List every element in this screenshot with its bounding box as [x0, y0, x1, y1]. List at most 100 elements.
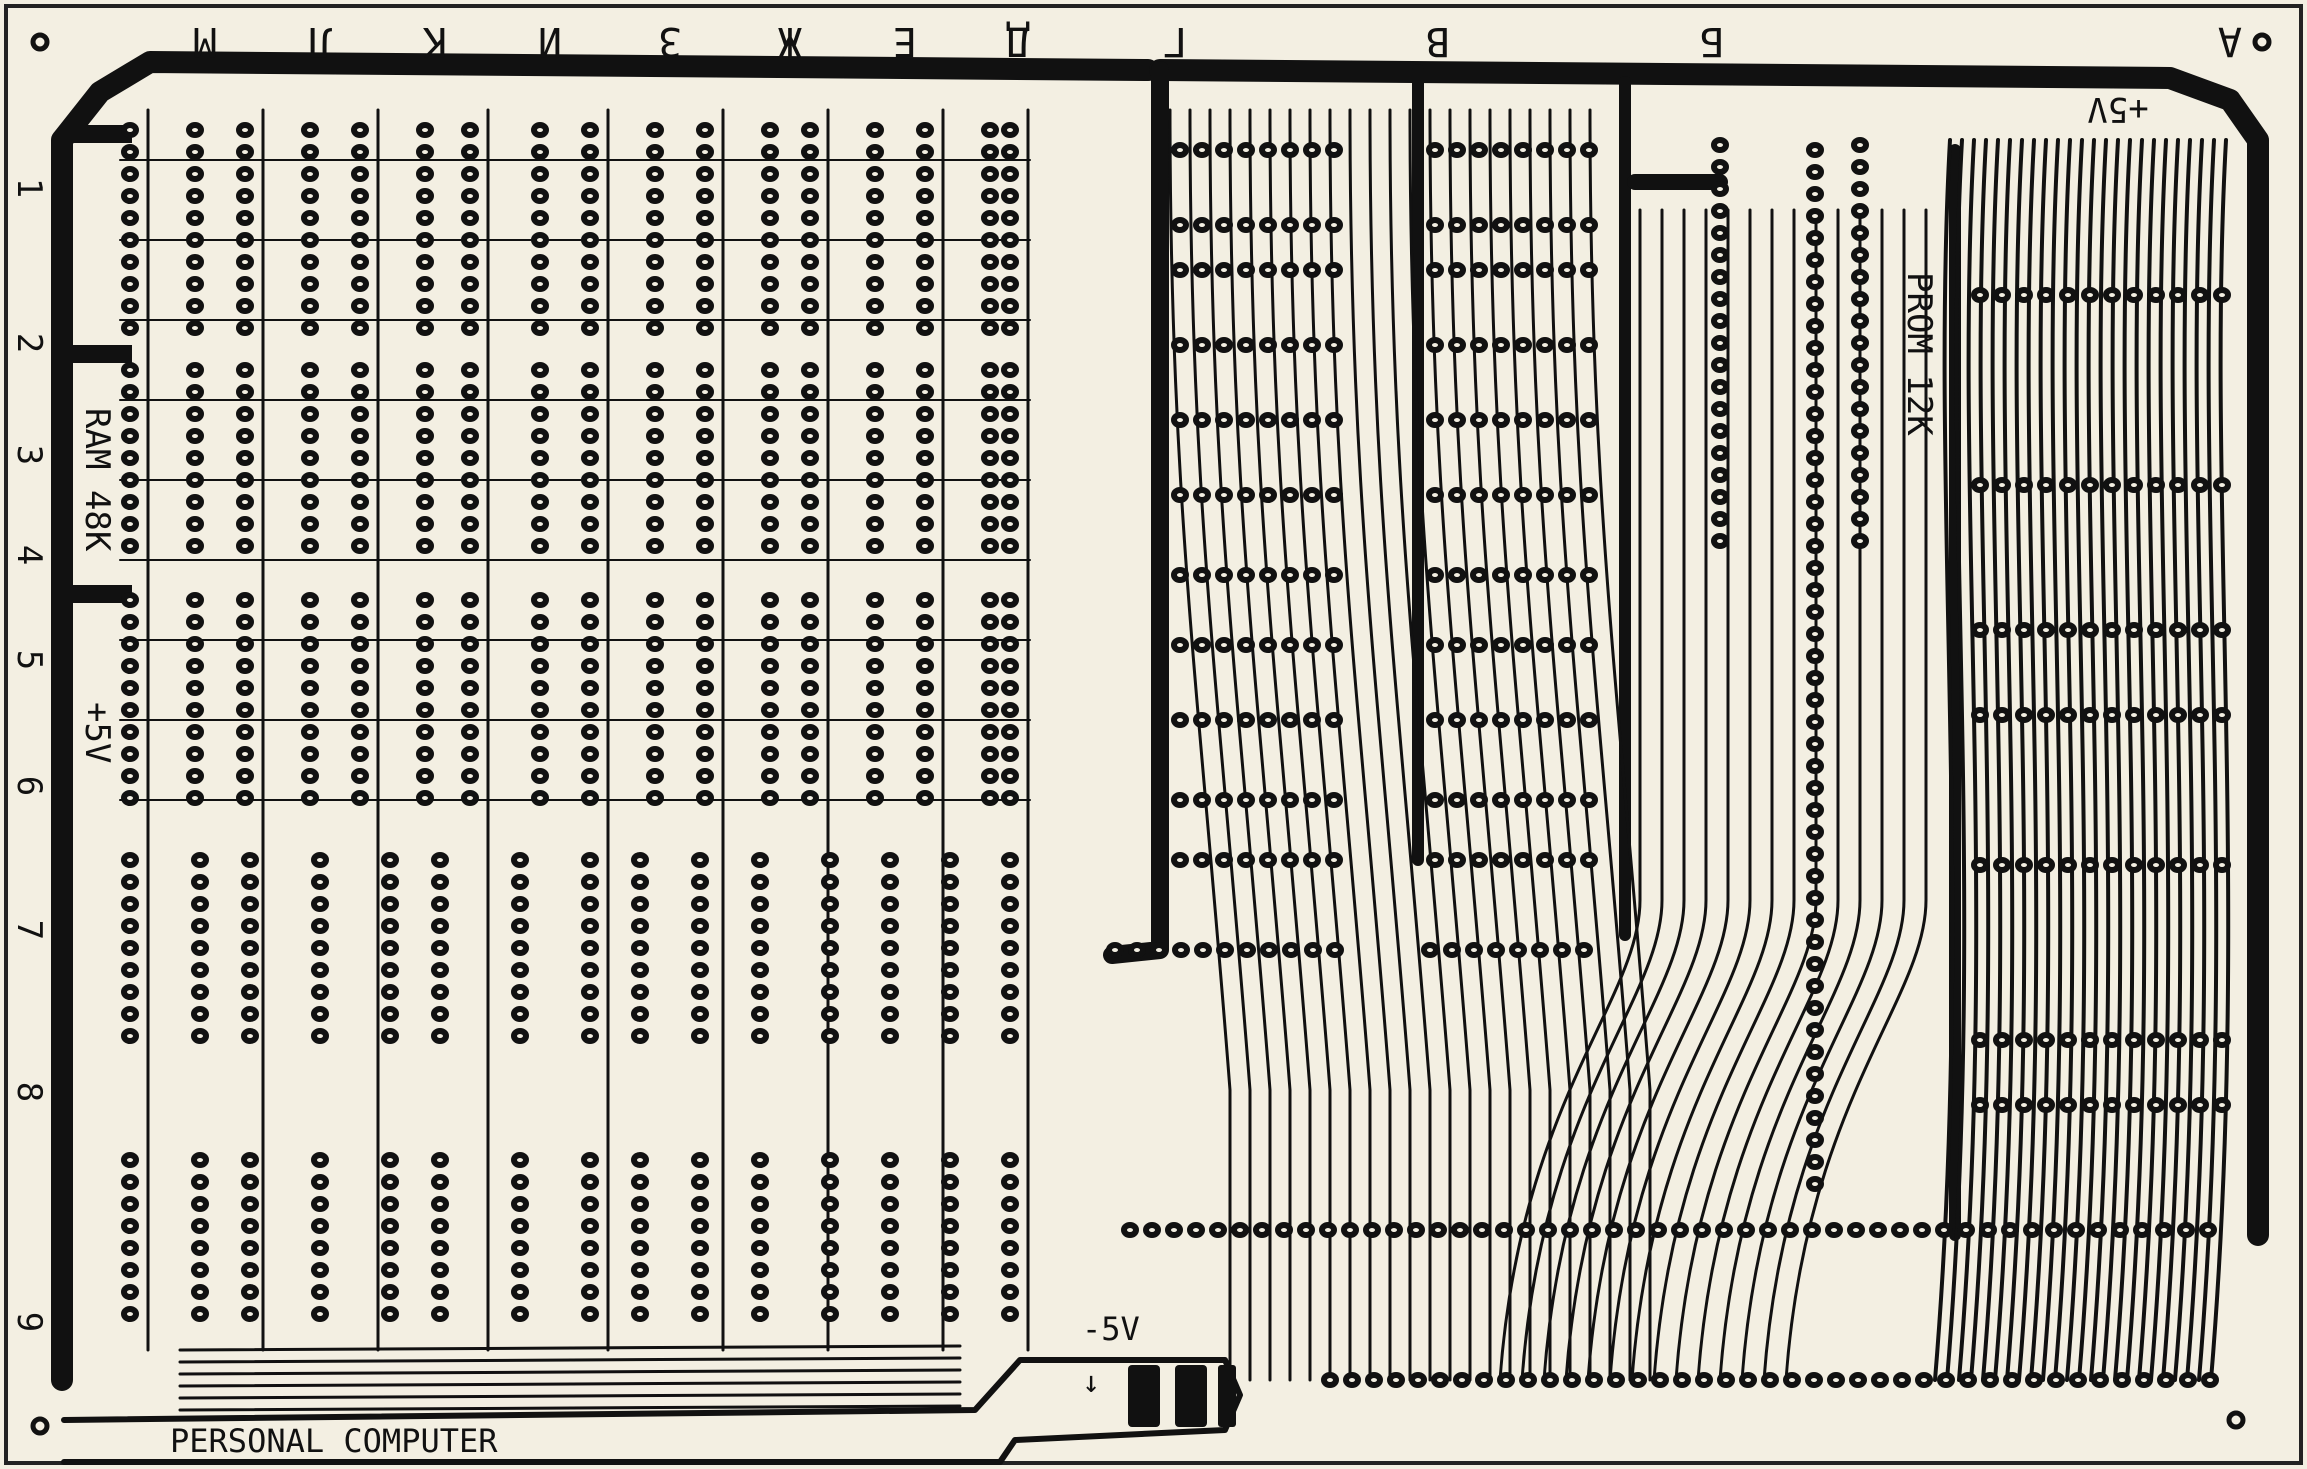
ic-pin-pad: [1806, 494, 1824, 510]
column-letter: М: [193, 18, 217, 64]
ic-pin-pad: [751, 1240, 769, 1256]
ic-pin-pad: [761, 122, 779, 138]
ic-pin-pad: [1847, 1222, 1865, 1238]
ic-pin-pad: [581, 516, 599, 532]
ic-pin-pad: [1171, 412, 1189, 428]
ic-pin-pad: [1514, 487, 1532, 503]
ic-pin-pad: [1492, 337, 1510, 353]
ic-pin-pad: [941, 852, 959, 868]
ic-pin-pad: [1806, 890, 1824, 906]
ic-pin-pad: [646, 450, 664, 466]
ic-pin-pad: [191, 1218, 209, 1234]
ic-pin-pad: [1514, 217, 1532, 233]
ic-pin-pad: [751, 874, 769, 890]
ic-pin-pad: [186, 298, 204, 314]
trace: [178, 1356, 962, 1364]
ic-pin-pad: [2169, 1097, 2187, 1113]
ic-pin-pad: [381, 874, 399, 890]
ic-pin-pad: [1409, 1372, 1427, 1388]
trace: [1228, 108, 1292, 1382]
ic-pin-pad: [1304, 942, 1322, 958]
ic-pin-pad: [1805, 1372, 1823, 1388]
ic-pin-pad: [1806, 1110, 1824, 1126]
ic-pin-pad: [2213, 1097, 2231, 1113]
ic-pin-pad: [1487, 942, 1505, 958]
ic-pin-pad: [801, 320, 819, 336]
ic-pin-pad: [1281, 852, 1299, 868]
ic-pin-pad: [881, 940, 899, 956]
ic-pin-pad: [191, 918, 209, 934]
ic-pin-pad: [311, 852, 329, 868]
column-letters: М Л К И З Ж Е Д Г В Б А: [193, 18, 2242, 64]
ic-pin-pad: [301, 428, 319, 444]
ic-pin-pad: [646, 724, 664, 740]
ic-pin-pad: [1806, 824, 1824, 840]
ic-pin-pad: [2179, 1372, 2197, 1388]
ic-pin-pad: [1209, 1222, 1227, 1238]
trace: [1933, 138, 1955, 1382]
ic-pin-pad: [2037, 622, 2055, 638]
ic-pin-pad: [1001, 746, 1019, 762]
ic-pin-pad: [981, 276, 999, 292]
ic-pin-pad: [416, 406, 434, 422]
ic-pin-pad: [1325, 792, 1343, 808]
ic-pin-pad: [1001, 896, 1019, 912]
ic-pin-pad: [1575, 942, 1593, 958]
ic-pin-pad: [1453, 1372, 1471, 1388]
ic-pin-pad: [581, 790, 599, 806]
ic-pin-pad: [761, 210, 779, 226]
ic-pin-pad: [2015, 477, 2033, 493]
ic-pin-pad: [696, 472, 714, 488]
ic-pin-pad: [121, 790, 139, 806]
ic-pin-pad: [1536, 712, 1554, 728]
ic-pin-pad: [1429, 1222, 1447, 1238]
ic-pin-pad: [801, 144, 819, 160]
ic-pin-pad: [2015, 1032, 2033, 1048]
ic-pin-pad: [236, 298, 254, 314]
ic-pin-pad: [916, 790, 934, 806]
ic-pin-pad: [381, 1196, 399, 1212]
ic-pin-pad: [581, 188, 599, 204]
ic-pin-pad: [646, 516, 664, 532]
ic-pin-pad: [1470, 487, 1488, 503]
ic-pin-pad: [581, 636, 599, 652]
trace: [1528, 108, 1592, 1382]
ic-pin-pad: [416, 658, 434, 674]
ic-pin-pad: [631, 1006, 649, 1022]
ic-pin-pad: [646, 210, 664, 226]
ic-pin-pad: [696, 166, 714, 182]
ic-pin-pad: [2177, 1222, 2195, 1238]
ic-pin-pad: [351, 724, 369, 740]
ic-pin-pad: [2037, 1097, 2055, 1113]
ic-pin-pad: [916, 320, 934, 336]
ic-pin-pad: [1783, 1372, 1801, 1388]
ic-pin-pad: [1806, 1000, 1824, 1016]
prom-label: PROM 12K: [1899, 272, 1939, 436]
ic-pin-pad: [761, 516, 779, 532]
ic-pin-pad: [531, 254, 549, 270]
ic-pin-pad: [761, 406, 779, 422]
ic-pin-pad: [821, 1306, 839, 1322]
ic-pin-pad: [1431, 1372, 1449, 1388]
ic-pin-pad: [1470, 262, 1488, 278]
ic-pin-pad: [581, 1006, 599, 1022]
ic-pin-pad: [761, 254, 779, 270]
ic-pin-pad: [941, 940, 959, 956]
ic-pin-pad: [866, 276, 884, 292]
ic-pin-pad: [821, 962, 839, 978]
ic-pin-pad: [2015, 287, 2033, 303]
ic-pin-pad: [186, 592, 204, 608]
ic-pin-pad: [1426, 262, 1444, 278]
ic-pin-pad: [2037, 857, 2055, 873]
ic-pin-pad: [191, 1174, 209, 1190]
column-letter: Б: [1700, 18, 1724, 64]
ic-pin-pad: [311, 962, 329, 978]
ic-pin-pad: [916, 406, 934, 422]
row-number: 6: [9, 776, 49, 796]
ic-pin-pad: [2213, 857, 2231, 873]
ic-pin-pad: [301, 658, 319, 674]
minus5-pads: [1128, 1365, 1236, 1427]
ic-pin-pad: [121, 896, 139, 912]
ic-pin-pad: [1001, 1284, 1019, 1300]
ic-pin-pad: [1580, 852, 1598, 868]
